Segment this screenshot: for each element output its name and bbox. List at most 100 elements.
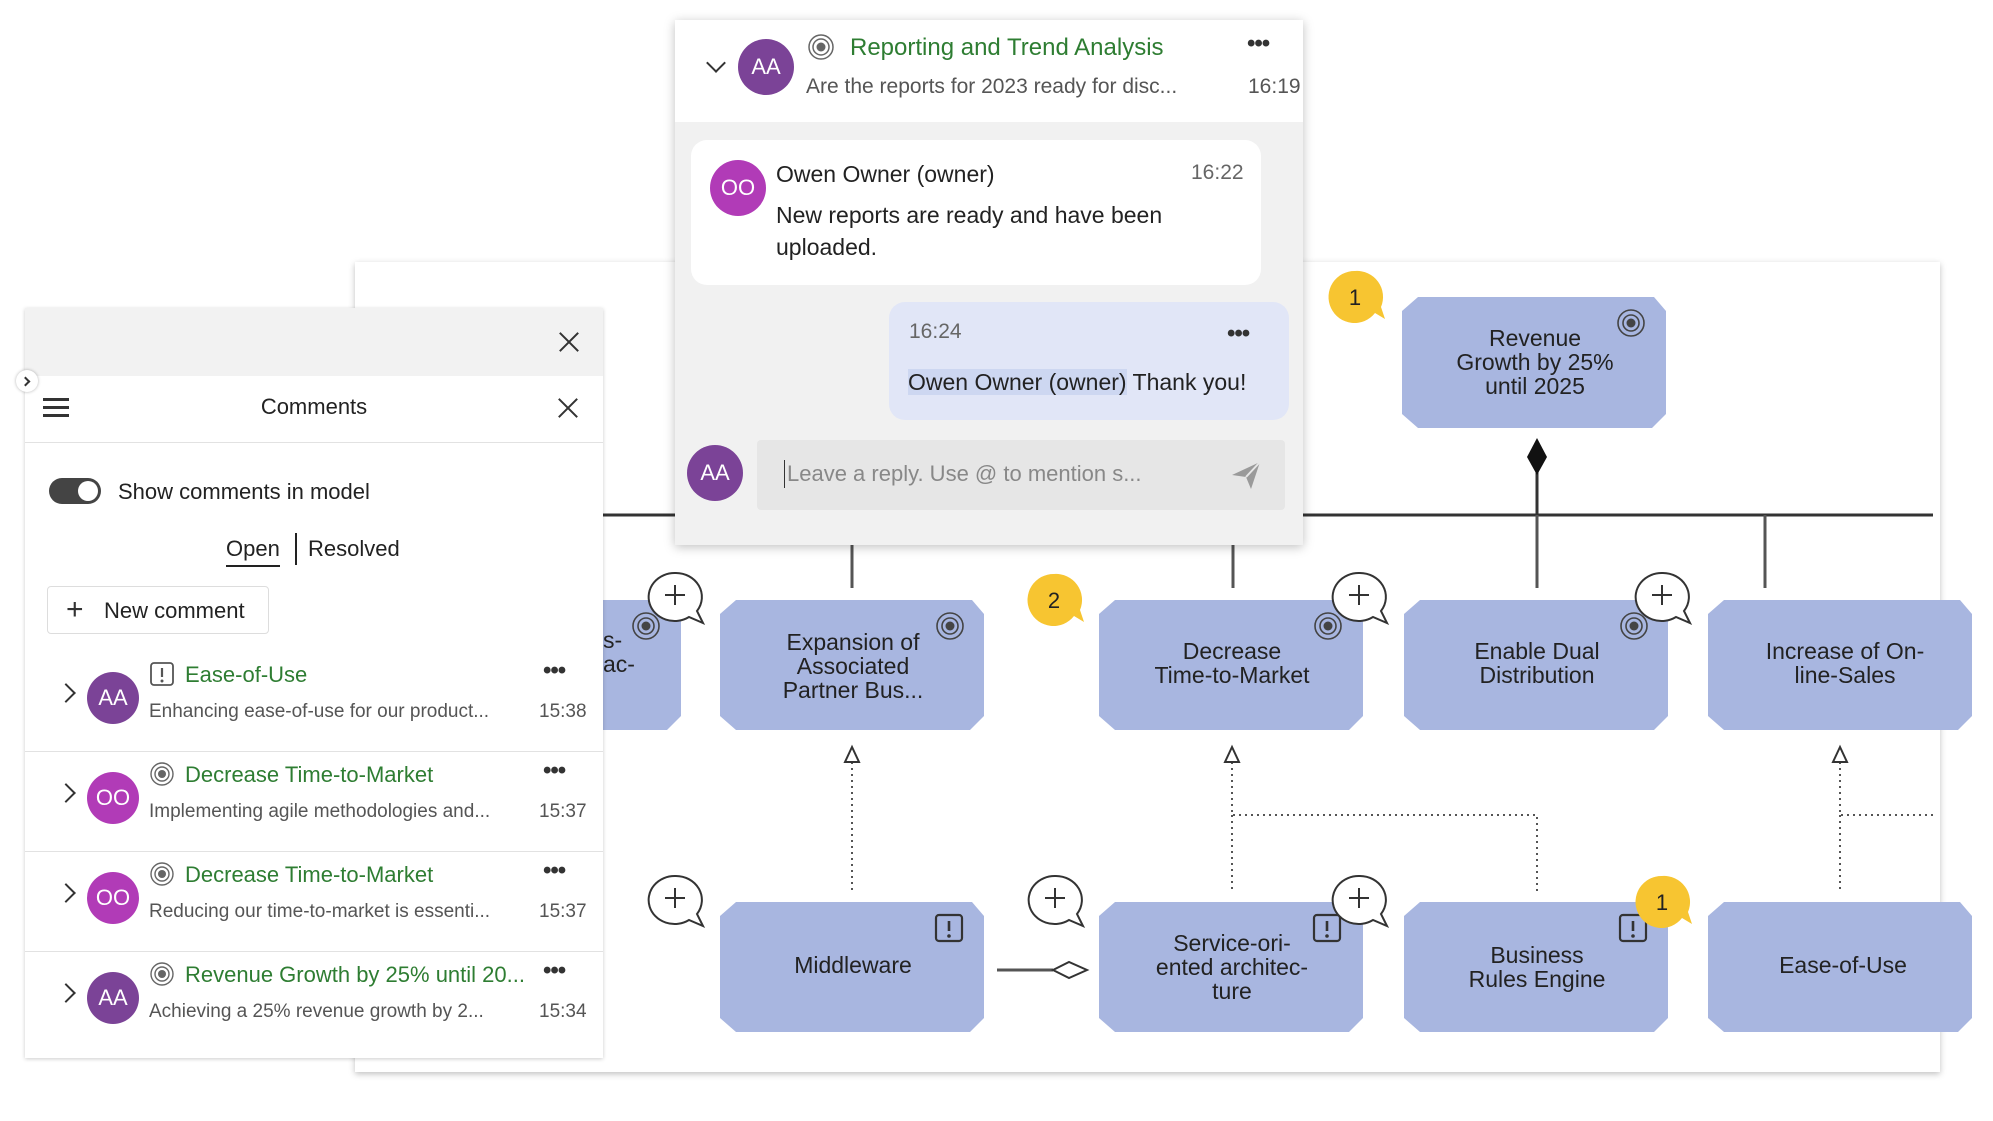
text-caret <box>784 460 785 488</box>
close-outer-icon[interactable] <box>556 329 582 355</box>
show-comments-label: Show comments in model <box>118 479 370 504</box>
node-decrease-line1: Decrease <box>1183 638 1281 664</box>
panel-top-bar <box>25 308 603 376</box>
comment-item[interactable]: AA Ease-of-Use ••• Enhancing ease-of-use… <box>25 651 603 751</box>
thread-time: 16:19 <box>1248 75 1301 98</box>
node-expansion[interactable]: Expansion of Associated Partner Bus... <box>720 600 984 730</box>
node-expansion-line1: Expansion of <box>787 629 921 655</box>
more-options-icon[interactable]: ••• <box>543 757 566 784</box>
comment-badge-revenue[interactable]: 1 <box>1328 270 1385 323</box>
own-message-bubble: 16:24 ••• Owen Owner (owner) Thank you! <box>889 302 1289 420</box>
comment-item[interactable]: OO Decrease Time-to-Market ••• Implement… <box>25 751 603 851</box>
reply-input[interactable]: Leave a reply. Use @ to mention s... <box>757 440 1285 510</box>
divider <box>25 751 603 752</box>
message-author: Owen Owner (owner) <box>776 161 995 187</box>
comment-excerpt: Implementing agile methodologies and... <box>149 801 491 822</box>
close-icon[interactable] <box>555 395 581 421</box>
send-icon[interactable] <box>1229 458 1263 492</box>
realization-arrowheads <box>843 744 1849 763</box>
show-comments-toggle[interactable] <box>49 478 101 504</box>
chevron-right-icon[interactable] <box>56 783 76 803</box>
svg-text:1: 1 <box>1349 285 1361 310</box>
more-options-icon[interactable]: ••• <box>543 857 566 884</box>
add-comment-icon[interactable] <box>1027 874 1084 927</box>
avatar: AA <box>738 39 794 95</box>
node-soa[interactable]: Service-ori- ented architec- ture <box>1099 902 1363 1032</box>
message-text-line1: New reports are ready and have been <box>776 202 1163 228</box>
node-expansion-line2: Associated <box>797 653 910 679</box>
comment-title: Decrease Time-to-Market <box>185 862 434 887</box>
comment-title: Ease-of-Use <box>185 662 308 687</box>
plus-icon: + <box>66 593 84 626</box>
comment-badge-rules[interactable]: 1 <box>1635 875 1692 928</box>
realization-links <box>851 762 1933 892</box>
menu-icon[interactable] <box>43 398 69 418</box>
add-comment-icon[interactable] <box>1331 874 1388 927</box>
add-comment-icon[interactable] <box>1331 571 1388 624</box>
comment-time: 15:37 <box>539 801 587 822</box>
node-rules-engine[interactable]: Business Rules Engine <box>1404 902 1668 1032</box>
node-online-line2: line-Sales <box>1795 662 1896 688</box>
thread-excerpt: Are the reports for 2023 ready for disc.… <box>806 75 1178 98</box>
message-text-rest: Thank you! <box>1126 369 1247 395</box>
node-ease-of-use[interactable]: Ease-of-Use <box>1708 902 1972 1032</box>
more-options-icon[interactable]: ••• <box>1247 30 1270 57</box>
mention-tag[interactable]: Owen Owner (owner) <box>908 369 1127 395</box>
comment-excerpt: Achieving a 25% revenue growth by 2... <box>149 1001 484 1022</box>
add-comment-icon[interactable] <box>647 874 704 927</box>
more-options-icon[interactable]: ••• <box>1227 320 1250 347</box>
avatar: OO <box>87 872 139 924</box>
toggle-knob <box>78 481 98 501</box>
comment-excerpt: Reducing our time-to-market is essenti..… <box>149 901 491 922</box>
node-partial-left[interactable]: s- ac- <box>603 600 681 730</box>
message-time: 16:22 <box>1191 161 1244 184</box>
comment-time: 15:37 <box>539 901 587 922</box>
node-dual-distribution[interactable]: Enable Dual Distribution <box>1404 600 1668 730</box>
node-revenue-growth[interactable]: Revenue Growth by 25% until 2025 <box>1402 297 1666 428</box>
message-time: 16:24 <box>909 320 962 343</box>
node-online-sales[interactable]: Increase of On- line-Sales <box>1708 600 1972 730</box>
comment-thread-popup: AA Reporting and Trend Analysis ••• Are … <box>675 20 1303 545</box>
node-partial-line2: ac- <box>603 651 635 677</box>
tab-separator <box>295 533 297 565</box>
chevron-down-icon[interactable] <box>706 53 726 73</box>
more-options-icon[interactable]: ••• <box>543 657 566 684</box>
node-rules-line1: Business <box>1490 942 1583 968</box>
node-decrease[interactable]: Decrease Time-to-Market <box>1099 600 1363 730</box>
divider <box>25 442 603 443</box>
chevron-right-icon[interactable] <box>56 983 76 1003</box>
node-online-line1: Increase of On- <box>1766 638 1925 664</box>
chevron-right-icon[interactable] <box>56 883 76 903</box>
chevron-right-icon[interactable] <box>56 683 76 703</box>
node-soa-line1: Service-ori- <box>1173 930 1291 956</box>
comment-item[interactable]: OO Decrease Time-to-Market ••• Reducing … <box>25 851 603 951</box>
add-comment-icon[interactable] <box>1634 571 1691 624</box>
tab-resolved[interactable]: Resolved <box>308 536 400 561</box>
new-comment-label: New comment <box>104 598 245 623</box>
svg-text:1: 1 <box>1656 890 1668 915</box>
avatar: AA <box>687 445 743 501</box>
tab-open[interactable]: Open <box>226 536 280 567</box>
node-partial-line1: s- <box>603 627 622 653</box>
comment-badge-decrease[interactable]: 2 <box>1027 573 1084 626</box>
panel-collapse-handle[interactable] <box>16 370 38 392</box>
comment-item[interactable]: AA Revenue Growth by 25% until 20... •••… <box>25 951 603 1051</box>
node-middleware-label: Middleware <box>794 952 912 978</box>
chevron-right-icon <box>20 376 31 387</box>
comment-time: 15:38 <box>539 701 587 722</box>
node-middleware[interactable]: Middleware <box>720 902 984 1032</box>
node-dual-line1: Enable Dual <box>1474 638 1599 664</box>
node-decrease-line2: Time-to-Market <box>1154 662 1310 688</box>
node-revenue-line1: Revenue <box>1489 325 1581 351</box>
more-options-icon[interactable]: ••• <box>543 957 566 984</box>
message-text: Owen Owner (owner) Thank you! <box>908 369 1246 396</box>
comment-time: 15:34 <box>539 1001 587 1022</box>
new-comment-button[interactable]: + New comment <box>47 586 269 634</box>
svg-text:2: 2 <box>1048 588 1060 613</box>
thread-header[interactable]: AA Reporting and Trend Analysis ••• Are … <box>675 20 1303 122</box>
comment-title: Revenue Growth by 25% until 20... <box>185 962 525 987</box>
message-text-line2: uploaded. <box>776 234 878 260</box>
add-comment-icon[interactable] <box>647 571 704 624</box>
node-revenue-line2: Growth by 25% <box>1456 349 1613 375</box>
